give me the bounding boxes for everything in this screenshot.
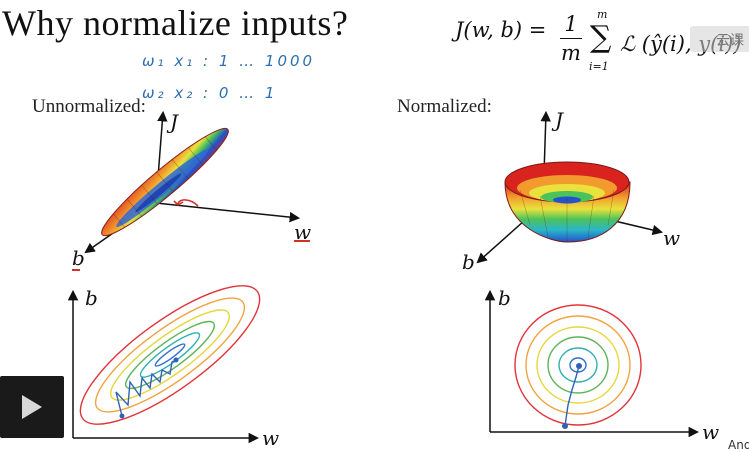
corner-caption: And xyxy=(728,438,749,452)
sum-upper-limit: m xyxy=(597,8,608,21)
right-j-label: J xyxy=(555,108,564,132)
left-j-label: J xyxy=(170,110,179,134)
normalized-label: Normalized: xyxy=(397,96,492,117)
axis-w-left xyxy=(155,202,301,223)
gradient-descent-path-left xyxy=(115,359,177,417)
handwritten-note-2: ω₂ x₂ : 0 … 1 xyxy=(142,84,278,102)
fraction-bar xyxy=(560,38,582,39)
right-b-label: b xyxy=(462,250,475,274)
left-w-label: w xyxy=(294,220,312,244)
normalized-contour-plot xyxy=(484,289,700,438)
cost-function-lhs: J(w, b) = xyxy=(455,18,547,42)
fraction: 1 m xyxy=(560,12,582,65)
fraction-denominator: m xyxy=(561,41,581,65)
play-icon xyxy=(22,395,42,419)
right-contour-w-label: w xyxy=(702,420,720,444)
right-w-label: w xyxy=(663,226,681,250)
watermark-text: 云课 xyxy=(716,33,744,49)
sum-lower-limit: i=1 xyxy=(589,60,609,73)
left-b-label: b xyxy=(72,246,85,270)
unnormalized-label: Unnormalized: xyxy=(32,96,146,117)
fraction-numerator: 1 xyxy=(564,12,578,36)
left-contour-b-label: b xyxy=(85,286,98,310)
left-contour-w-label: w xyxy=(262,426,280,450)
gradient-descent-path-right xyxy=(564,365,580,427)
unnormalized-contour-plot xyxy=(67,285,261,444)
play-button[interactable] xyxy=(0,376,64,438)
watermark-logo: 云课 xyxy=(690,26,749,52)
sum-symbol: ∑ xyxy=(590,20,612,55)
elongated-bowl-surface xyxy=(101,127,229,237)
unnormalized-3d-plot xyxy=(72,110,310,271)
right-contour-b-label: b xyxy=(498,286,511,310)
handwritten-note-1: ω₁ x₁ : 1 … 1000 xyxy=(142,52,316,70)
slide-title: Why normalize inputs? xyxy=(2,3,349,43)
annotation-arrow-red xyxy=(177,199,199,207)
normalized-3d-plot xyxy=(476,110,664,264)
round-bowl-surface xyxy=(504,161,631,243)
